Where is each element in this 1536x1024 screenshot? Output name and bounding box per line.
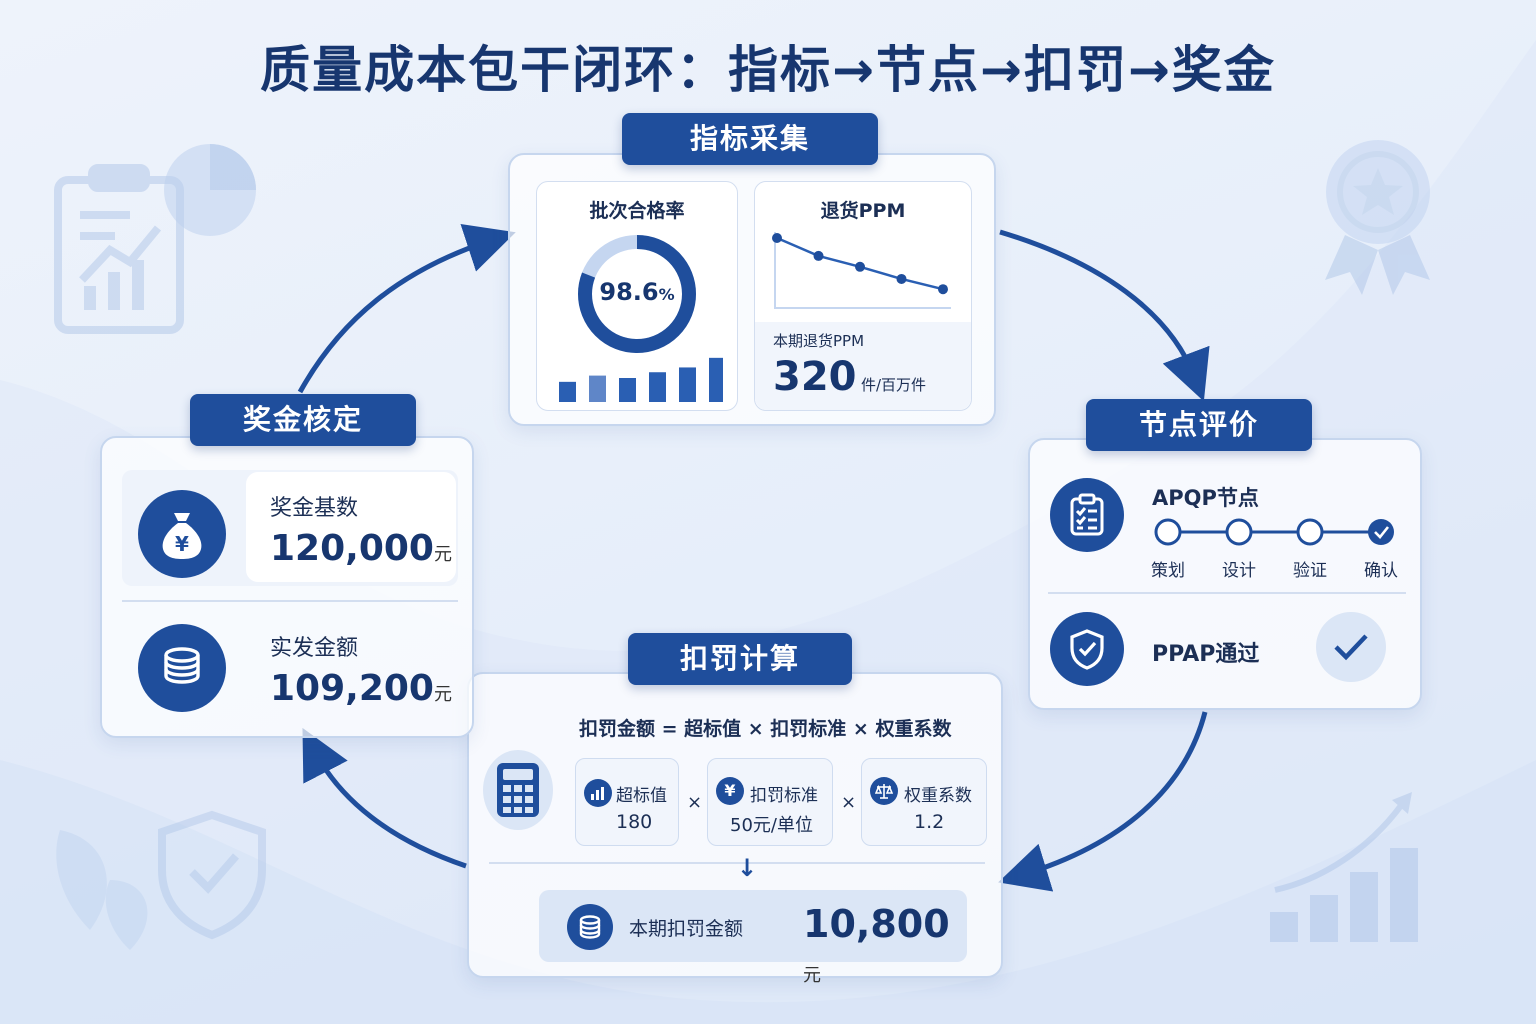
factor-weight-value: 1.2 [914, 811, 945, 833]
factor-standard-label: 扣罚标准 [750, 786, 818, 806]
pass-rate-unit: % [658, 285, 675, 304]
trend-point [772, 233, 782, 243]
pass-rate-value: 98.6% [575, 278, 699, 306]
apqp-step-label: 设计 [1222, 561, 1256, 581]
return-ppm-value: 320 [773, 354, 857, 400]
bonus-actual-label: 实发金额 [270, 636, 359, 661]
trend-point [855, 261, 865, 272]
pass-rate-label: 批次合格率 [589, 200, 685, 222]
bonus-base-card [246, 472, 456, 582]
bonus-base-amount: 120,000元 [270, 528, 452, 569]
clipboard-icon [1050, 478, 1124, 552]
penalty-result-label: 本期扣罚金额 [629, 918, 744, 940]
apqp-progress-track [1154, 518, 1394, 546]
penalty-result-value: 10,800 [803, 902, 950, 946]
bonus-base-unit: 元 [433, 544, 452, 565]
pass-rate-bar [649, 372, 666, 402]
apqp-step-label: 策划 [1151, 561, 1185, 581]
apqp-step-node [1296, 518, 1324, 546]
penalty-result-unit: 元 [803, 965, 821, 986]
apqp-step-node [1225, 518, 1253, 546]
return-ppm-card: 退货PPM 本期退货PPM 320 件/百万件 [754, 181, 972, 411]
down-arrow-icon: ↓ [737, 854, 758, 882]
apqp-label: APQP节点 [1152, 486, 1259, 510]
arrow-bonus-to-indicator [297, 223, 516, 394]
pass-rate-bars [559, 357, 723, 402]
penalty-panel: 扣罚金额 = 超标值 × 扣罚标准 × 权重系数 超标值 180 × ¥ 扣罚标… [467, 672, 1003, 986]
apqp-step-done [1368, 519, 1394, 545]
coin-stack-icon [138, 624, 226, 712]
node-panel: APQP节点 策划 设计 验证 确认 PPAP通过 [1028, 438, 1422, 710]
bonus-base-value: 120,000 [270, 528, 434, 569]
coins-icon [567, 904, 613, 950]
trend-point [896, 273, 907, 284]
arrow-penalty-to-bonus [302, 727, 467, 869]
svg-text:¥: ¥ [175, 532, 189, 556]
bonus-actual-unit: 元 [433, 684, 452, 705]
indicator-tag: 指标采集 [622, 113, 878, 165]
times-sign-2: × [841, 792, 857, 813]
pass-rate-bar [589, 375, 606, 402]
scale-icon [870, 777, 898, 805]
arrow-node-to-penalty [998, 711, 1208, 892]
check-icon [1374, 526, 1390, 539]
apqp-step-node [1154, 518, 1182, 546]
page-title: 质量成本包干闭环：指标→节点→扣罚→奖金 [260, 41, 1276, 99]
bonus-actual-value: 109,200 [270, 668, 434, 709]
factor-standard-box: ¥ 扣罚标准 50元/单位 [707, 758, 833, 846]
return-ppm-unit: 件/百万件 [861, 376, 927, 394]
factor-weight-label: 权重系数 [904, 786, 972, 806]
apqp-step-label: 确认 [1364, 561, 1398, 581]
penalty-tag: 扣罚计算 [628, 633, 852, 685]
ppap-check-icon [1316, 612, 1386, 682]
bonus-divider [122, 600, 458, 602]
indicator-panel: 批次合格率 98.6% 退货PPM 本期退货PPM 320 件/百万件 [508, 153, 996, 426]
bonus-panel: ¥ 奖金基数 120,000元 实发金额 109,200元 [100, 436, 474, 738]
node-tag: 节点评价 [1086, 399, 1312, 451]
pass-rate-number: 98.6 [599, 278, 659, 306]
yen-icon: ¥ [716, 777, 744, 805]
bonus-base-label: 奖金基数 [270, 496, 359, 521]
return-ppm-period-label: 本期退货PPM [773, 332, 865, 350]
trend-point [813, 250, 824, 261]
calculator-icon [483, 750, 553, 830]
factor-exceed-box: 超标值 180 [575, 758, 679, 846]
penalty-formula: 扣罚金额 = 超标值 × 扣罚标准 × 权重系数 [579, 718, 952, 740]
pass-rate-bar [709, 357, 723, 402]
factor-standard-value: 50元/单位 [730, 815, 813, 836]
return-ppm-label: 退货PPM [820, 200, 906, 222]
shield-check-icon [1050, 612, 1124, 686]
apqp-step-label: 验证 [1293, 561, 1327, 581]
return-ppm-trend-chart [772, 232, 951, 309]
ppap-label: PPAP通过 [1152, 642, 1260, 667]
pass-rate-donut [578, 235, 696, 353]
penalty-divider [489, 862, 985, 864]
bonus-actual-amount: 109,200元 [270, 668, 452, 709]
pass-rate-bar [679, 367, 696, 402]
bar-chart-icon [584, 779, 612, 807]
money-bag-icon: ¥ [138, 490, 226, 578]
factor-exceed-value: 180 [616, 811, 653, 833]
trend-point [938, 284, 948, 295]
pass-rate-bar [559, 381, 576, 402]
times-sign-1: × [687, 792, 703, 813]
node-divider [1048, 592, 1406, 594]
bonus-tag: 奖金核定 [190, 394, 416, 446]
trend-axis [774, 232, 951, 309]
penalty-result-box: 本期扣罚金额 10,800 元 [539, 890, 967, 986]
return-ppm-lower [755, 322, 971, 410]
penalty-result-amount: 10,800 元 [803, 902, 967, 990]
pass-rate-card: 批次合格率 98.6% [536, 181, 738, 411]
factor-weight-box: 权重系数 1.2 [861, 758, 987, 846]
pass-rate-bar [619, 378, 636, 402]
arrow-indicator-to-node [999, 229, 1210, 402]
factor-exceed-label: 超标值 [616, 786, 667, 806]
